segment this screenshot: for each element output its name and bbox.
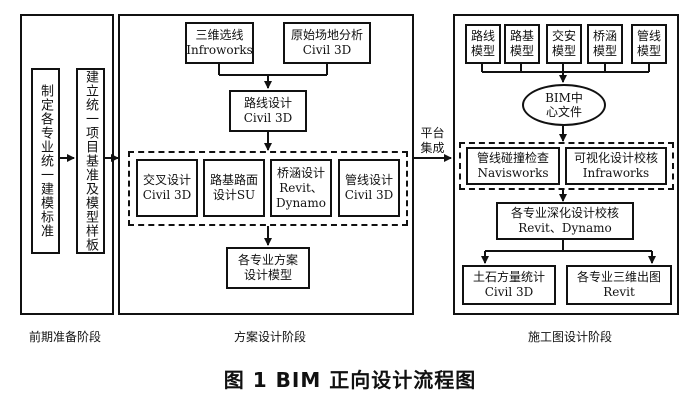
subgrade-title: 路基路面 bbox=[209, 173, 258, 187]
visual-check-box: 可视化设计校核 Infraworks bbox=[565, 147, 667, 185]
model-pipeline-box: 管线 模型 bbox=[631, 24, 667, 64]
earthwork-box: 土石方量统计 Civil 3D bbox=[462, 265, 556, 305]
model-subgrade-line1: 路基 bbox=[509, 29, 534, 43]
pipeline-tool: Civil 3D bbox=[344, 188, 394, 202]
clash-check-title: 管线碰撞检查 bbox=[476, 151, 549, 165]
scheme-model-line2: 设计模型 bbox=[243, 268, 292, 282]
pipeline-box: 管线设计 Civil 3D bbox=[338, 159, 400, 217]
site-analysis-box: 原始场地分析 Civil 3D bbox=[283, 22, 371, 64]
earthwork-title: 土石方量统计 bbox=[472, 270, 545, 284]
template-box: 建立统一项目基准及模型样板 bbox=[76, 68, 105, 254]
bim-center-file: BIM中 心文件 bbox=[522, 84, 606, 126]
model-bridge-box: 桥涵 模型 bbox=[587, 24, 623, 64]
intersection-tool: Civil 3D bbox=[142, 188, 192, 202]
construction-panel bbox=[453, 14, 679, 315]
subgrade-box: 路基路面 设计SU bbox=[203, 159, 265, 217]
subgrade-tool: 设计SU bbox=[212, 188, 256, 202]
model-route-line2: 模型 bbox=[470, 44, 495, 58]
scheme-model-box: 各专业方案 设计模型 bbox=[226, 247, 310, 289]
bim-center-line1: BIM中 bbox=[545, 91, 583, 105]
drawings-title: 各专业三维出图 bbox=[576, 270, 661, 284]
prelim-panel bbox=[20, 14, 114, 315]
model-bridge-line1: 桥涵 bbox=[592, 29, 617, 43]
route-select-box: 三维选线 Infroworks bbox=[185, 22, 254, 64]
bridge-tool-2: Dynamo bbox=[276, 195, 326, 210]
bridge-title: 桥涵设计 bbox=[276, 165, 325, 180]
deepen-check-box: 各专业深化设计校核 Revit、Dynamo bbox=[496, 202, 634, 240]
model-traffic-box: 交安 模型 bbox=[546, 24, 582, 64]
scheme-model-line1: 各专业方案 bbox=[237, 253, 298, 267]
clash-check-tool: Navisworks bbox=[477, 166, 549, 180]
scheme-panel bbox=[118, 14, 414, 315]
bridge-tool-1: Revit、 bbox=[279, 180, 323, 195]
site-analysis-tool: Civil 3D bbox=[302, 43, 352, 57]
phase-label-prelim: 前期准备阶段 bbox=[28, 330, 101, 344]
model-pipeline-line2: 模型 bbox=[636, 44, 661, 58]
route-select-title: 三维选线 bbox=[195, 28, 244, 42]
route-design-tool: Civil 3D bbox=[243, 111, 293, 125]
bim-center-line2: 心文件 bbox=[545, 105, 582, 119]
figure-caption: 图 1 BIM 正向设计流程图 bbox=[223, 368, 477, 392]
pipeline-title: 管线设计 bbox=[344, 173, 393, 187]
platform-label: 平台 集成 bbox=[414, 126, 451, 156]
model-pipeline-line1: 管线 bbox=[636, 29, 661, 43]
route-design-title: 路线设计 bbox=[243, 96, 292, 110]
earthwork-tool: Civil 3D bbox=[484, 285, 534, 299]
model-traffic-line2: 模型 bbox=[551, 44, 576, 58]
route-select-tool: Infroworks bbox=[186, 43, 253, 57]
visual-check-title: 可视化设计校核 bbox=[573, 151, 658, 165]
deepen-check-tool: Revit、Dynamo bbox=[518, 221, 612, 235]
scheme-design-group bbox=[128, 151, 408, 226]
model-bridge-line2: 模型 bbox=[592, 44, 617, 58]
phase-label-construction: 施工图设计阶段 bbox=[527, 330, 612, 344]
model-subgrade-line2: 模型 bbox=[509, 44, 534, 58]
drawings-box: 各专业三维出图 Revit bbox=[566, 265, 672, 305]
checks-group bbox=[459, 142, 674, 190]
visual-check-tool: Infraworks bbox=[582, 166, 650, 180]
intersection-title: 交叉设计 bbox=[142, 173, 191, 187]
platform-label-line1: 平台 bbox=[420, 126, 445, 140]
intersection-box: 交叉设计 Civil 3D bbox=[136, 159, 198, 217]
model-traffic-line1: 交安 bbox=[551, 29, 576, 43]
deepen-check-title: 各专业深化设计校核 bbox=[510, 206, 619, 220]
model-subgrade-box: 路基 模型 bbox=[504, 24, 540, 64]
clash-check-box: 管线碰撞检查 Navisworks bbox=[466, 147, 560, 185]
model-route-line1: 路线 bbox=[470, 29, 495, 43]
drawings-tool: Revit bbox=[603, 285, 635, 299]
model-route-box: 路线 模型 bbox=[465, 24, 501, 64]
phase-label-scheme: 方案设计阶段 bbox=[233, 330, 306, 344]
site-analysis-title: 原始场地分析 bbox=[290, 28, 363, 42]
platform-label-line2: 集成 bbox=[420, 141, 445, 155]
standards-box: 制定各专业统一建模标准 bbox=[31, 68, 60, 254]
bridge-box: 桥涵设计 Revit、 Dynamo bbox=[270, 159, 332, 217]
route-design-box: 路线设计 Civil 3D bbox=[229, 90, 307, 132]
